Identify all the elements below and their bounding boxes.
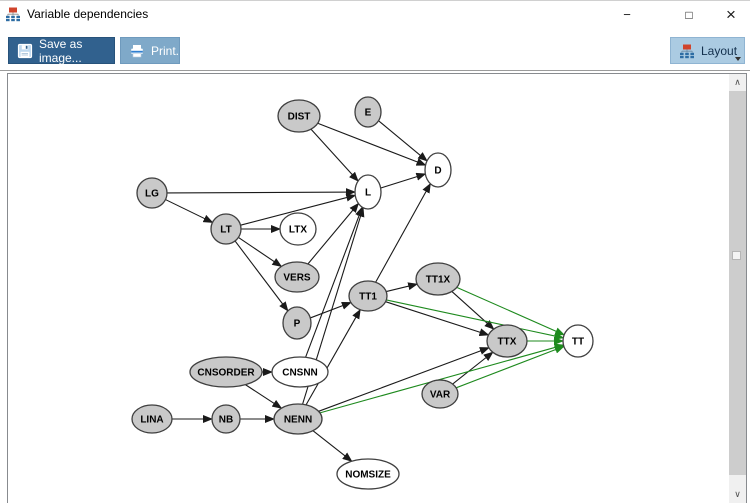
graph-edge-P-TT1 bbox=[310, 301, 352, 319]
graph-edge-LT-VERS bbox=[238, 236, 283, 267]
graph-node-label: NENN bbox=[284, 415, 312, 426]
graph-node-VERS[interactable]: VERS bbox=[274, 261, 320, 293]
graph-node-label: DIST bbox=[288, 112, 311, 123]
graph-node-label: L bbox=[365, 188, 371, 199]
graph-edge-VERS-L bbox=[307, 202, 360, 265]
graph-edge-L-D bbox=[380, 172, 427, 189]
graph-edge-NENN-TT1 bbox=[305, 308, 361, 406]
toolbar-separator bbox=[0, 70, 750, 71]
graph-node-label: LTX bbox=[289, 225, 307, 236]
graph-node-LG[interactable]: LG bbox=[136, 177, 168, 209]
graph-edge-VAR-TTX bbox=[452, 351, 494, 385]
scrollbar-down-icon[interactable]: ∨ bbox=[729, 486, 746, 503]
graph-node-label: NB bbox=[219, 415, 233, 426]
graph-edge-TT1X-TT bbox=[456, 286, 566, 336]
graph-node-E[interactable]: E bbox=[354, 96, 382, 128]
graph-node-DIST[interactable]: DIST bbox=[277, 99, 321, 133]
scrollbar-up-icon[interactable]: ∧ bbox=[729, 74, 746, 91]
save-as-image-label: Save as image... bbox=[39, 36, 83, 65]
graph-edge-CNSNN-L bbox=[305, 206, 363, 358]
graph-node-TT1[interactable]: TT1 bbox=[348, 280, 388, 312]
graph-node-LT[interactable]: LT bbox=[210, 213, 242, 245]
scrollbar-thumb[interactable] bbox=[729, 91, 746, 475]
graph-node-label: D bbox=[434, 166, 441, 177]
graph-node-NOMSIZE[interactable]: NOMSIZE bbox=[336, 458, 400, 490]
graph-node-label: NOMSIZE bbox=[345, 470, 391, 481]
graph-edge-VAR-TT bbox=[455, 345, 565, 389]
graph-node-TT1X[interactable]: TT1X bbox=[415, 262, 461, 296]
graph-edge-DIST-D bbox=[317, 122, 427, 166]
graph-edge-LT-L bbox=[240, 193, 357, 226]
graph-node-label: VAR bbox=[430, 390, 451, 401]
graph-node-NB[interactable]: NB bbox=[211, 404, 241, 434]
graph-edge-TT1-D bbox=[375, 182, 431, 283]
graph-edge-LG-L bbox=[166, 188, 357, 197]
printer-icon bbox=[131, 44, 143, 57]
graph-edge-CNSORDER-NENN bbox=[245, 384, 283, 409]
graph-node-label: TT1 bbox=[359, 292, 377, 303]
graph-node-label: TT1X bbox=[426, 275, 451, 286]
layout-label: Layout bbox=[701, 43, 738, 58]
graph-edge-TT1-TT bbox=[386, 299, 565, 340]
graph-edge-NENN-TTX bbox=[318, 347, 490, 412]
print-label: Print... bbox=[151, 43, 186, 58]
graph-edge-TT1-TTX bbox=[385, 301, 490, 337]
graph-node-P[interactable]: P bbox=[282, 306, 312, 340]
floppy-disk-icon bbox=[17, 43, 33, 58]
layout-button[interactable]: Layout bbox=[670, 37, 745, 64]
graph-node-CNSORDER[interactable]: CNSORDER bbox=[189, 356, 263, 388]
graph-node-TTX[interactable]: TTX bbox=[486, 324, 528, 358]
graph-edge-E-D bbox=[378, 120, 428, 162]
graph-node-label: VERS bbox=[283, 273, 311, 284]
scrollbar-thumb-grip bbox=[732, 251, 741, 260]
graph-node-label: CNSNN bbox=[282, 368, 318, 379]
graph-node-label: TTX bbox=[498, 337, 517, 348]
graph-node-TT[interactable]: TT bbox=[562, 324, 594, 358]
toolbar: Save as image... Print... Layout bbox=[0, 31, 750, 70]
graph-node-label: LINA bbox=[140, 415, 163, 426]
graph-node-NENN[interactable]: NENN bbox=[273, 403, 323, 435]
maximize-button[interactable]: □ bbox=[671, 1, 707, 28]
graph-node-L[interactable]: L bbox=[354, 174, 382, 210]
save-as-image-button[interactable]: Save as image... bbox=[8, 36, 115, 65]
graph-edge-LG-LT bbox=[165, 199, 214, 223]
graph-edge-NENN-TT bbox=[319, 343, 565, 414]
graph-edge-NENN-NOMSIZE bbox=[312, 430, 353, 462]
graph-edge-LT-P bbox=[234, 240, 289, 312]
graph-node-LINA[interactable]: LINA bbox=[131, 404, 173, 434]
app-hierarchy-icon bbox=[6, 7, 20, 22]
graph-node-label: TT bbox=[572, 337, 584, 348]
graph-edge-TT1-TT1X bbox=[386, 282, 419, 293]
graph-node-label: CNSORDER bbox=[197, 368, 255, 379]
graph-node-CNSNN[interactable]: CNSNN bbox=[271, 356, 329, 388]
layout-dropdown-caret bbox=[735, 57, 741, 61]
graph-edge-DIST-L bbox=[310, 128, 359, 182]
graph-node-D[interactable]: D bbox=[424, 152, 452, 188]
graph-node-LTX[interactable]: LTX bbox=[279, 212, 317, 246]
vertical-scrollbar[interactable]: ∧ ∨ bbox=[729, 74, 746, 503]
graph-node-label: P bbox=[294, 319, 301, 330]
print-button[interactable]: Print... bbox=[120, 37, 186, 64]
layout-hierarchy-icon bbox=[680, 44, 694, 58]
graph-edge-TT1X-TTX bbox=[451, 291, 495, 330]
graph-node-VAR[interactable]: VAR bbox=[421, 379, 459, 409]
graph-node-label: LG bbox=[145, 189, 159, 200]
close-button[interactable]: × bbox=[713, 1, 749, 28]
graph-node-label: E bbox=[365, 108, 372, 119]
titlebar: Variable dependencies − □ × bbox=[0, 1, 750, 31]
minimize-button[interactable]: − bbox=[609, 1, 645, 28]
window-title: Variable dependencies bbox=[27, 7, 149, 21]
graph-node-label: LT bbox=[220, 225, 231, 236]
